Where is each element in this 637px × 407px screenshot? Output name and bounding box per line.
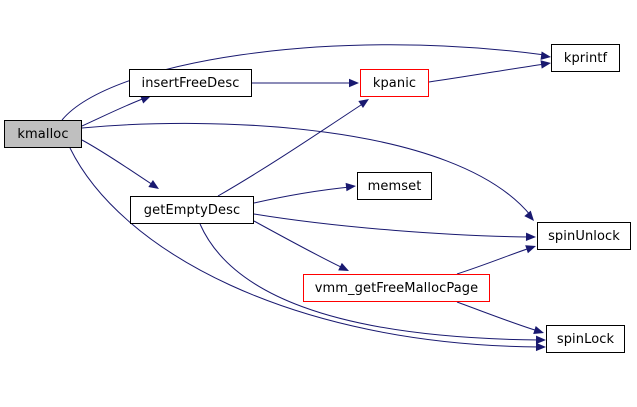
- graph-node-kprintf[interactable]: kprintf: [551, 44, 620, 72]
- graph-node-label: kprintf: [563, 50, 608, 66]
- graph-node-label: spinUnlock: [548, 228, 620, 244]
- graph-edge-arrowhead: [345, 182, 356, 192]
- graph-edge-kmalloc-to-getEmptyDesc: [81, 139, 154, 186]
- graph-node-label: spinLock: [556, 331, 615, 347]
- graph-edge-arrowhead: [540, 60, 551, 69]
- graph-node-spinUnlock[interactable]: spinUnlock: [537, 222, 631, 250]
- graph-node-label: kpanic: [372, 75, 417, 91]
- graph-edge-arrowhead: [535, 335, 546, 345]
- graph-edge-arrowhead: [358, 99, 369, 109]
- graph-node-kpanic[interactable]: kpanic: [360, 69, 429, 97]
- graph-edge-getEmptyDesc-to-vmm_getFreeMallocPage: [253, 220, 344, 269]
- graph-edge-arrowhead: [525, 245, 536, 254]
- graph-edge-kmalloc-to-insertFreeDesc: [81, 97, 146, 127]
- graph-node-spinLock[interactable]: spinLock: [546, 325, 625, 353]
- graph-edge-arrowhead: [338, 262, 349, 271]
- graph-edge-arrowhead: [540, 51, 551, 60]
- graph-edge-getEmptyDesc-to-kpanic: [217, 102, 365, 197]
- graph-node-label: insertFreeDesc: [141, 75, 240, 91]
- graph-node-vmm_getFreeMallocPage[interactable]: vmm_getFreeMallocPage: [303, 274, 490, 302]
- graph-node-label: kmalloc: [17, 126, 69, 142]
- graph-edge-kpanic-to-kprintf: [428, 63, 546, 83]
- graph-node-label: memset: [367, 178, 422, 194]
- graph-node-kmalloc[interactable]: kmalloc: [4, 120, 82, 148]
- graph-edge-kmalloc-to-spinLock: [69, 147, 541, 348]
- graph-edge-kmalloc-to-spinUnlock: [81, 122, 532, 217]
- graph-edge-kmalloc-to-kprintf: [61, 44, 546, 121]
- graph-node-getEmptyDesc[interactable]: getEmptyDesc: [130, 196, 254, 224]
- graph-node-label: getEmptyDesc: [143, 202, 241, 218]
- graph-edge-getEmptyDesc-to-memset: [253, 186, 351, 204]
- graph-edge-arrowhead: [535, 342, 546, 352]
- graph-node-label: vmm_getFreeMallocPage: [314, 280, 479, 296]
- graph-edge-arrowhead: [525, 232, 536, 242]
- graph-edge-vmm_getFreeMallocPage-to-spinLock: [456, 301, 539, 332]
- graph-edge-arrowhead: [524, 210, 534, 221]
- graph-edge-getEmptyDesc-to-spinUnlock: [253, 213, 531, 238]
- graph-edge-arrowhead: [533, 326, 544, 335]
- graph-node-insertFreeDesc[interactable]: insertFreeDesc: [129, 69, 252, 97]
- graph-edge-arrowhead: [349, 78, 359, 88]
- graph-edge-vmm_getFreeMallocPage-to-spinUnlock: [456, 247, 531, 275]
- graph-edge-getEmptyDesc-to-spinLock: [199, 223, 541, 341]
- graph-edge-arrowhead: [148, 180, 159, 189]
- graph-node-memset[interactable]: memset: [357, 172, 432, 200]
- graph-edge-arrowhead: [140, 95, 151, 104]
